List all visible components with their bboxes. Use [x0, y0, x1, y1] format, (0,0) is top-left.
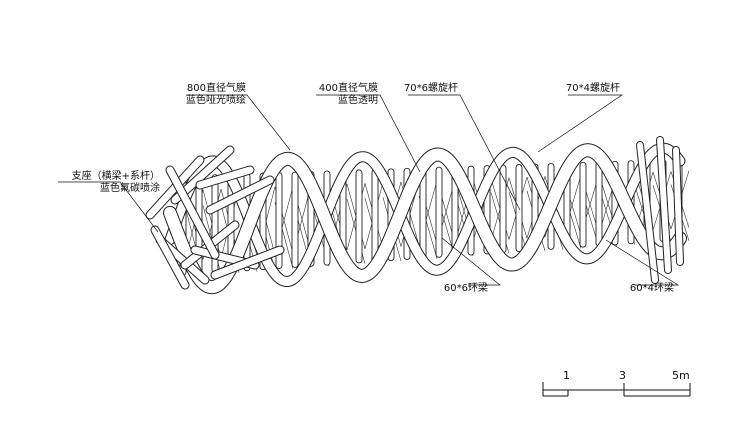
label-ring-60x6: 60*6环梁 [443, 283, 488, 294]
ring-beam [435, 166, 443, 258]
ring-beam [499, 164, 507, 254]
label-support-line2: 蓝色氟碳喷涂 [100, 183, 160, 194]
support-tube-body [211, 246, 284, 279]
label-support: 支座（横梁+系杆） 蓝色氟碳喷涂 [20, 171, 160, 195]
end-tube-body [673, 147, 683, 265]
leader-film-800 [186, 94, 291, 151]
ring-beam [595, 161, 603, 247]
support-tube-body [166, 166, 219, 259]
scale-tick-3: 3 [619, 369, 626, 382]
leader-support [58, 181, 159, 233]
label-film-800-line1: 800直径气膜 [186, 83, 246, 94]
support-frame [145, 136, 684, 290]
end-tube-body [657, 137, 671, 273]
ring-beam [291, 171, 299, 268]
helix-tube-400-body [165, 143, 685, 286]
helix-tube-800-body [164, 144, 686, 294]
support-tube-body [196, 166, 254, 189]
ring-beam [579, 161, 587, 248]
ring-beam [371, 168, 379, 263]
scale-tick-5m: 5m [672, 369, 690, 382]
label-film-800: 800直径气膜 蓝色哑光喷绘 [150, 83, 246, 107]
label-rod-70x6: 70*6螺旋杆 [403, 83, 458, 94]
helix-tube-front [163, 143, 687, 295]
label-film-800-line2: 蓝色哑光喷绘 [186, 95, 246, 106]
leader-ring-60x6 [441, 237, 501, 286]
label-rod-70x4: 70*4螺旋杆 [565, 83, 620, 94]
leader-rod-70x4 [537, 94, 624, 153]
label-film-400: 400直径气膜 蓝色透明 [296, 83, 378, 107]
end-tube-body [637, 142, 658, 283]
leader-film-400 [316, 94, 421, 173]
ring-beam [355, 169, 363, 264]
helix-tube-back [164, 142, 686, 287]
leader-lines [58, 94, 680, 286]
label-film-400-line2: 蓝色透明 [338, 95, 378, 106]
scale-tick-1: 1 [563, 369, 570, 382]
support-tube-body [206, 176, 274, 214]
label-ring-60x4: 60*4环梁 [629, 283, 674, 294]
leader-rod-70x6 [408, 94, 521, 211]
scale-bar [542, 382, 691, 397]
support-tube-body [151, 226, 189, 289]
label-film-400-line1: 400直径气膜 [318, 83, 378, 94]
leader-ring-60x4 [605, 239, 680, 286]
label-support-line1: 支座（横梁+系杆） [71, 171, 160, 182]
